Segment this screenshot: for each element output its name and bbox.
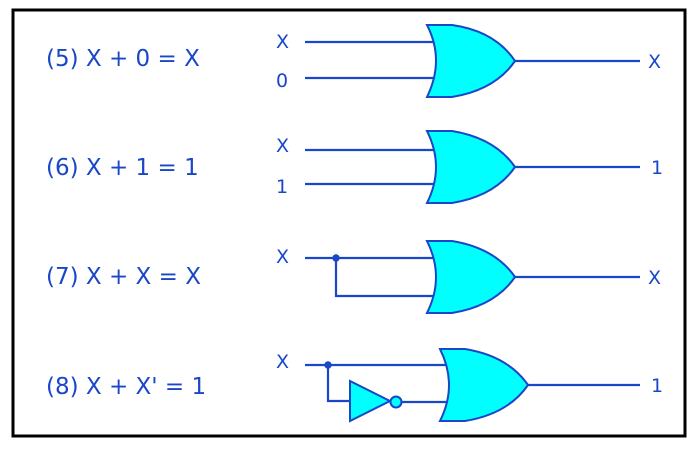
- equation-label-7: (7) X + X = X: [46, 264, 201, 290]
- input-label-8: X: [276, 351, 289, 373]
- identity-row-5: (5) X + 0 = X X 0 X: [46, 24, 661, 98]
- junction-dot: [332, 254, 340, 262]
- identity-row-8: (8) X + X' = 1 X 1: [46, 348, 663, 423]
- output-label-7: X: [648, 267, 661, 289]
- input-wire-8b: [326, 365, 350, 403]
- identity-row-7: (7) X + X = X X X: [46, 240, 661, 314]
- output-label-5: X: [648, 51, 661, 73]
- or-gate-icon: [425, 130, 517, 204]
- equation-label-8: (8) X + X' = 1: [46, 374, 206, 400]
- not-gate-icon: [349, 379, 393, 423]
- identity-row-6: (6) X + 1 = 1 X 1 1: [46, 130, 663, 204]
- input-label-6b: 1: [276, 176, 288, 198]
- diagram-border: [11, 8, 687, 438]
- input-wire-7b: [334, 258, 437, 298]
- input-label-6a: X: [276, 135, 289, 157]
- or-gate-icon: [425, 240, 517, 314]
- input-label-7: X: [276, 246, 289, 268]
- input-label-5a: X: [276, 31, 289, 53]
- input-label-5b: 0: [276, 70, 288, 92]
- inverter-bubble-icon: [389, 395, 403, 409]
- or-gate-icon: [425, 24, 517, 98]
- output-label-6: 1: [651, 157, 663, 179]
- output-label-8: 1: [651, 375, 663, 397]
- or-gate-icon: [438, 348, 530, 422]
- equation-label-6: (6) X + 1 = 1: [46, 155, 199, 181]
- equation-label-5: (5) X + 0 = X: [46, 46, 200, 72]
